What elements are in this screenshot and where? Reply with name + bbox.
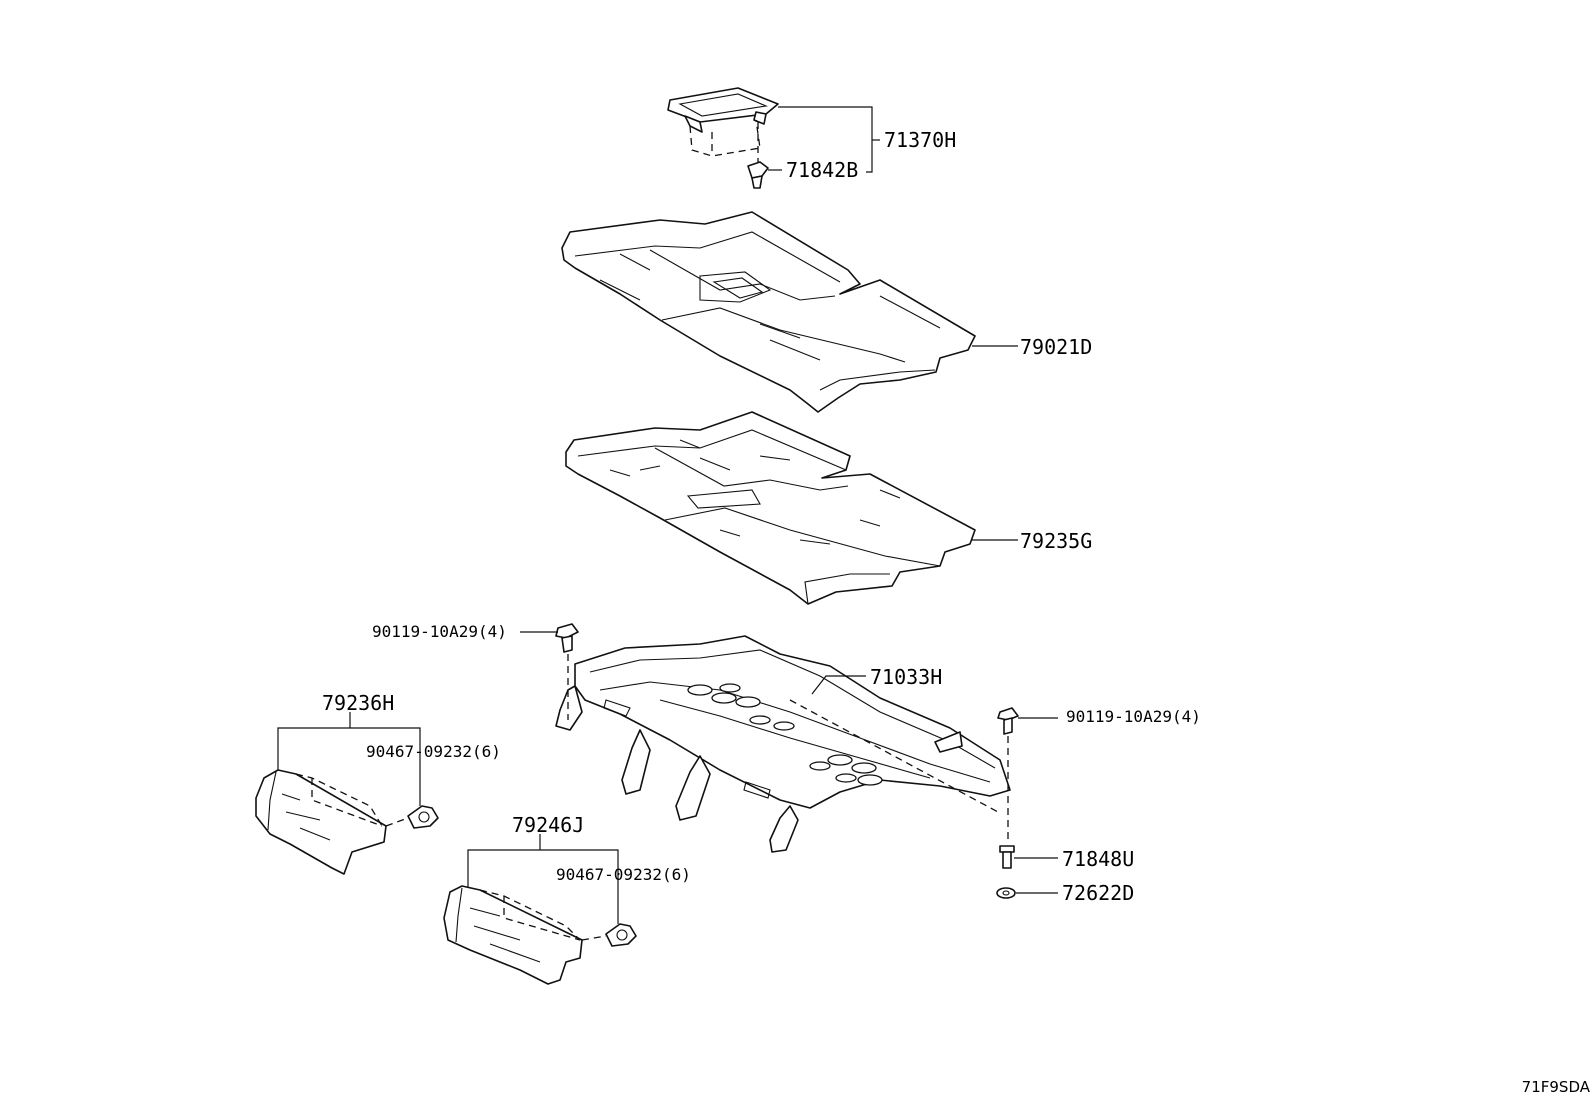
side-cover-79246J-part[interactable] — [443, 885, 583, 985]
label-71842B: 71842B — [786, 158, 858, 182]
seat-pad-part[interactable] — [565, 411, 976, 605]
seat-cover-part[interactable] — [561, 211, 976, 413]
label-72622D: 72622D — [1062, 881, 1134, 905]
label-90119-left: 90119-10A29(4) — [372, 622, 507, 641]
clip-90467-right-icon[interactable] — [581, 923, 637, 947]
label-90467-right: 90467-09232(6) — [556, 865, 691, 884]
label-79021D: 79021D — [1020, 335, 1092, 359]
washer-72622D-icon[interactable] — [996, 887, 1016, 899]
screw-71848U-icon[interactable] — [999, 845, 1015, 869]
leader-71033H — [811, 675, 866, 695]
bolt-90119-left-icon[interactable] — [555, 623, 579, 720]
clip-90467-left-icon[interactable] — [385, 805, 439, 829]
clip-71842B-icon[interactable] — [747, 122, 769, 189]
label-71370H: 71370H — [884, 128, 956, 152]
tray-cover-part[interactable] — [667, 87, 779, 157]
seat-frame-part[interactable] — [555, 635, 1011, 853]
side-cover-79236H-part[interactable] — [255, 769, 387, 875]
label-90467-left: 90467-09232(6) — [366, 742, 501, 761]
label-71848U: 71848U — [1062, 847, 1134, 871]
leader-79246J — [467, 834, 619, 924]
label-71033H: 71033H — [870, 665, 942, 689]
label-79246J: 79246J — [512, 813, 584, 837]
label-79236H: 79236H — [322, 691, 394, 715]
diagram-code: 71F9SDA — [1522, 1078, 1591, 1096]
label-79235G: 79235G — [1020, 529, 1092, 553]
label-90119-right: 90119-10A29(4) — [1066, 707, 1201, 726]
leader-71370H — [768, 106, 880, 173]
leader-79236H — [277, 712, 421, 806]
bolt-90119-right-icon[interactable] — [997, 707, 1019, 840]
